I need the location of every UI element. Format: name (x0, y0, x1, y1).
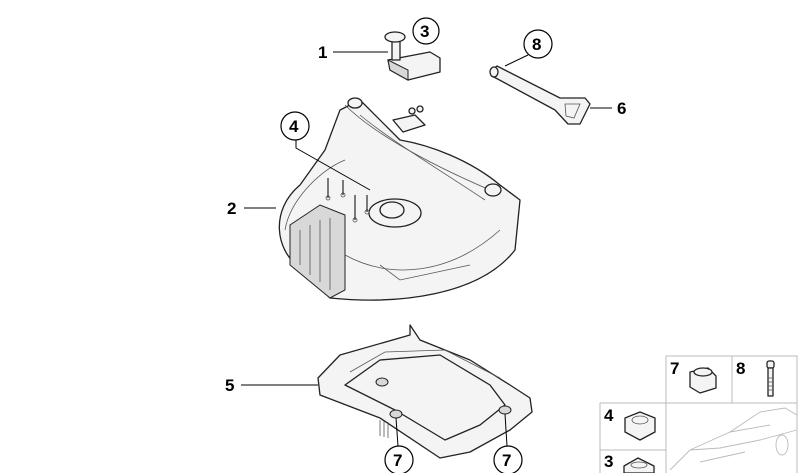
callout-7b: 7 (502, 451, 511, 470)
inset-cell-8[interactable]: 8 (736, 359, 775, 397)
inset-label-4: 4 (604, 406, 614, 425)
callout-circle-4 (280, 111, 310, 141)
nut-icon (623, 457, 655, 473)
callout-circle-8 (523, 29, 553, 59)
callout-8: 8 (532, 35, 541, 54)
inset-cell-4[interactable]: 4 (604, 406, 656, 441)
wrench-part[interactable] (489, 65, 591, 125)
leader-line-4 (295, 140, 371, 220)
callout-circle-3 (412, 17, 440, 45)
callout-6: 6 (617, 99, 626, 118)
leader-line-8 (504, 54, 529, 67)
leader-line-7b (504, 413, 508, 447)
lock-nut-icon (689, 367, 717, 394)
callout-circle-7b (493, 445, 523, 473)
car-silhouette-icon (669, 407, 798, 471)
hex-nut-icon (624, 411, 656, 441)
callout-circle-7a (384, 445, 414, 473)
callout-7a: 7 (393, 451, 402, 470)
callout-4: 4 (289, 117, 299, 136)
hardware-inset: 7 8 4 3 (599, 355, 798, 473)
inset-cell-7[interactable]: 7 (670, 359, 717, 394)
support-frame-part[interactable] (317, 324, 533, 459)
spare-wheel-tray-part[interactable] (278, 97, 521, 301)
callout-5: 5 (225, 376, 234, 395)
bracket-part[interactable] (384, 31, 441, 81)
leader-line-7a (395, 417, 399, 447)
callout-3: 3 (420, 22, 429, 41)
inset-label-3: 3 (604, 452, 613, 471)
inset-label-7: 7 (670, 359, 679, 378)
inset-label-8: 8 (736, 359, 745, 378)
callout-1: 1 (318, 43, 327, 62)
callout-2: 2 (227, 199, 236, 218)
inset-cell-3[interactable]: 3 (604, 452, 655, 473)
bolt-icon (766, 360, 775, 397)
